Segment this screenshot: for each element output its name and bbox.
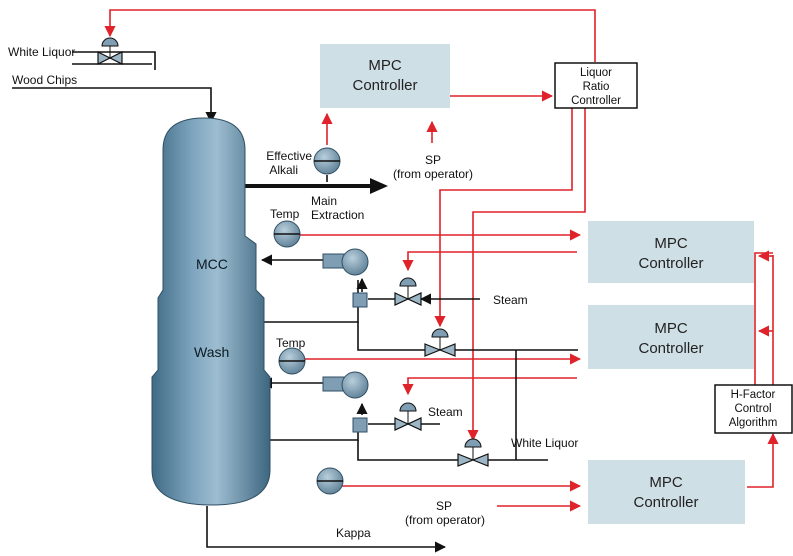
steam-valve-upper[interactable] (394, 277, 422, 306)
mpc-controller-bottom[interactable]: MPC Controller (588, 460, 745, 524)
label-steam-upper: Steam (493, 293, 528, 307)
temp-transmitter-lower[interactable] (278, 347, 306, 375)
liquor-ratio-controller[interactable]: Liquor Ratio Controller (554, 62, 638, 109)
mpc-right-upper-line2: Controller (638, 255, 703, 272)
white-liquor-valve-top[interactable] (97, 37, 123, 65)
label-sp-top-1: SP (425, 153, 441, 167)
pump-lower-icon[interactable] (322, 371, 369, 399)
label-white-liquor-bottom: White Liquor (511, 436, 578, 450)
label-effective-alkali-2: Alkali (269, 163, 298, 177)
signal-ratio-to-valve-bottom (467, 108, 586, 442)
label-mcc: MCC (196, 256, 228, 272)
liquor-valve-middle[interactable] (424, 328, 456, 357)
mpc-controller-top[interactable]: MPC Controller (320, 44, 450, 108)
main-extraction-arrow (244, 178, 388, 194)
process-lines (12, 51, 578, 553)
signal-ratio-to-valve-mid (434, 108, 573, 328)
ratio-line3: Controller (571, 95, 621, 107)
signal-mpc-bottom-to-hfactor (747, 432, 779, 488)
heat-exchanger-lower (352, 417, 368, 433)
mpc-right-middle-line2: Controller (638, 340, 703, 357)
mpc-right-upper-line1: MPC (654, 235, 688, 252)
mpc-top-line1: MPC (368, 57, 402, 74)
signal-mpc-to-steam-lower (402, 377, 577, 396)
white-liquor-valve-bottom[interactable] (457, 438, 489, 467)
pump-upper-icon[interactable] (322, 248, 369, 276)
steam-valve-lower[interactable] (394, 402, 422, 431)
label-temp-upper: Temp (270, 207, 300, 221)
label-wood-chips: Wood Chips (12, 73, 77, 87)
label-main-extraction-1: Main (311, 194, 337, 208)
label-white-liquor-top: White Liquor (8, 45, 75, 59)
signal-lines (104, 9, 779, 512)
mpc-controller-right-upper[interactable]: MPC Controller (588, 221, 754, 283)
signal-kappa-to-mpc (329, 470, 582, 492)
label-sp-bottom-1: SP (436, 499, 452, 513)
mpc-bottom-line2: Controller (633, 494, 698, 511)
ratio-line2: Ratio (583, 81, 610, 93)
mpc-bottom-line1: MPC (649, 474, 683, 491)
label-effective-alkali-1: Effective (266, 149, 312, 163)
hfactor-line1: H-Factor (731, 389, 776, 401)
hfactor-line2: Control (734, 403, 771, 415)
signal-mpc-to-steam-upper (402, 251, 577, 272)
hfactor-line3: Algorithm (729, 417, 778, 429)
digester-vessel (151, 117, 271, 506)
h-factor-control-algorithm[interactable]: H-Factor Control Algorithm (714, 384, 793, 434)
ratio-line1: Liquor (580, 67, 612, 79)
label-wash: Wash (194, 344, 229, 360)
temp-transmitter-upper[interactable] (273, 220, 301, 248)
heat-exchanger-upper (352, 292, 368, 308)
mpc-top-line2: Controller (352, 77, 417, 94)
label-steam-lower: Steam (428, 405, 463, 419)
signal-ratio-to-wl-valve (104, 9, 596, 62)
label-sp-bottom-2: (from operator) (405, 513, 485, 527)
effective-alkali-transmitter[interactable] (313, 147, 341, 175)
mpc-right-middle-line1: MPC (654, 320, 688, 337)
mpc-controller-right-middle[interactable]: MPC Controller (588, 305, 754, 369)
label-temp-lower: Temp (276, 336, 306, 350)
kappa-analyzer[interactable] (316, 467, 344, 495)
label-sp-top-2: (from operator) (393, 167, 473, 181)
label-kappa: Kappa (336, 526, 371, 540)
label-main-extraction-2: Extraction (311, 208, 364, 222)
signal-hfactor-to-mpc-upper (754, 252, 773, 385)
